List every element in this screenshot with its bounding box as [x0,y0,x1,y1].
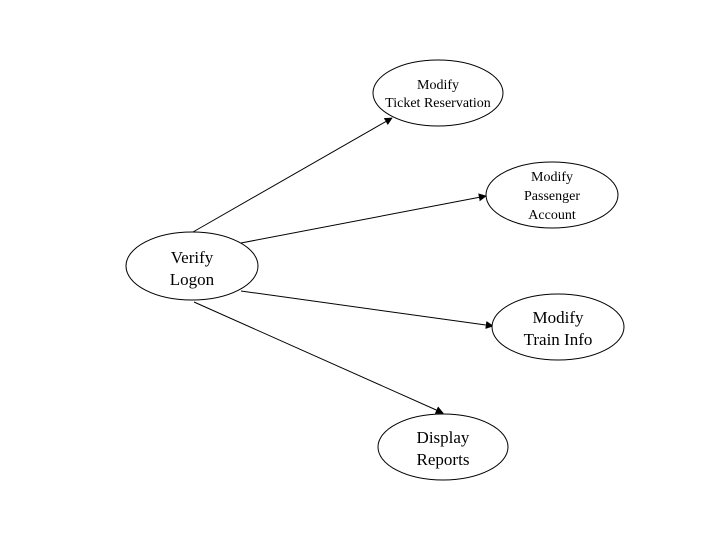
node-modify-train-info[interactable]: Modify Train Info [491,293,625,361]
node-verify-logon[interactable]: Verify Logon [125,231,259,301]
node-modify-passenger-account[interactable]: Modify Passenger Account [485,161,619,229]
node-modify-passenger-line2: Passenger [524,189,580,204]
node-modify-ticket-line1: Modify [417,78,459,93]
node-display-reports[interactable]: Display Reports [377,413,509,481]
edge-verify-to-modify-ticket [192,117,393,233]
edge-verify-to-display-reports [193,301,444,414]
node-display-reports-line1: Display [417,428,470,447]
node-verify-logon-line1: Verify [171,248,214,267]
node-display-reports-line2: Reports [417,450,470,469]
node-modify-train-line1: Modify [533,308,585,327]
edge-verify-to-modify-train [240,290,494,329]
node-modify-ticket-line2: Ticket Reservation [385,96,491,111]
node-modify-passenger-line3: Account [528,208,576,223]
node-modify-ticket-reservation[interactable]: Modify Ticket Reservation [372,59,504,127]
node-verify-logon-line2: Logon [170,270,215,289]
node-modify-train-line2: Train Info [524,330,593,349]
edge-verify-to-modify-passenger [240,193,487,244]
node-modify-passenger-line1: Modify [531,170,573,185]
